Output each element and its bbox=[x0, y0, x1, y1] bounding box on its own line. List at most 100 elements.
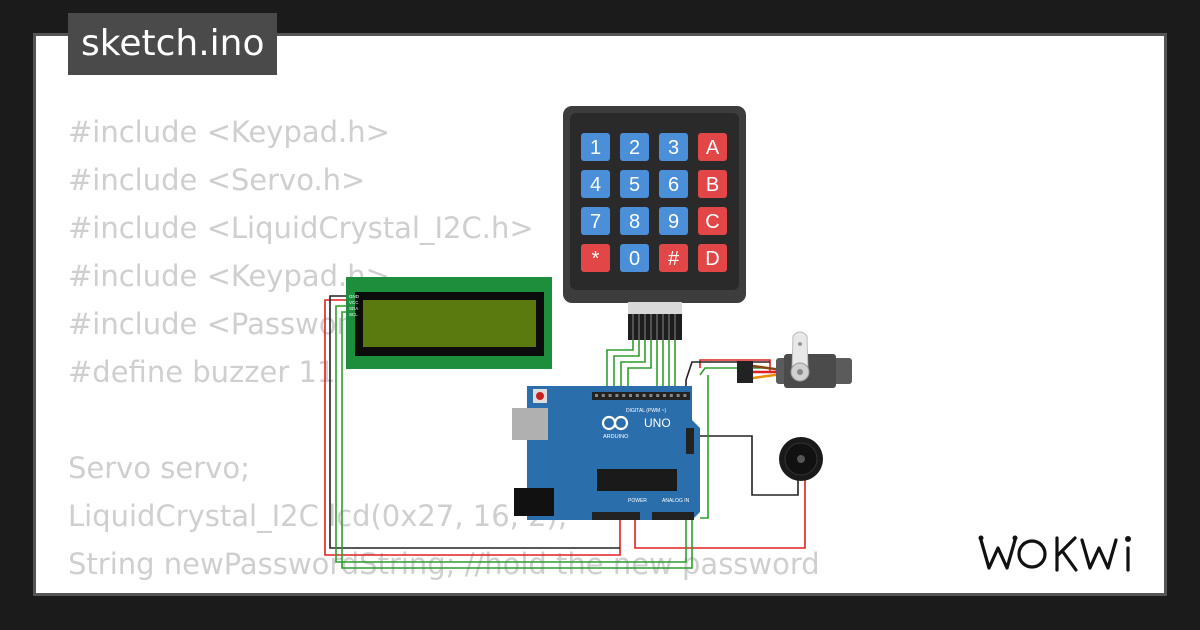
digital-pin bbox=[676, 394, 680, 397]
keypad-key-3[interactable]: 3 bbox=[659, 133, 688, 161]
lcd-pin-label: SCL bbox=[349, 312, 358, 317]
keypad-key-label: B bbox=[706, 174, 719, 196]
file-tab-title[interactable]: sketch.ino bbox=[68, 13, 278, 75]
digital-header-label: DIGITAL (PWM ~) bbox=[626, 408, 666, 414]
keypad-key-6[interactable]: 6 bbox=[659, 170, 688, 198]
lcd-pin-label: VCC bbox=[349, 300, 359, 305]
keypad-keys: 1 2 3 A 4 5 6 B 7 8 9 C * 0 # D bbox=[581, 133, 727, 272]
keypad[interactable]: 1 2 3 A 4 5 6 B 7 8 9 C * 0 # D bbox=[563, 106, 746, 340]
keypad-key-label: 2 bbox=[629, 137, 640, 159]
digital-pin bbox=[663, 394, 666, 397]
keypad-key-C[interactable]: C bbox=[698, 207, 727, 235]
keypad-key-label: 4 bbox=[590, 174, 601, 196]
keypad-key-label: 3 bbox=[668, 137, 679, 159]
arduino-uno[interactable]: DIGITAL (PWM ~) UNO ARDUINO POWER ANALOG… bbox=[512, 386, 700, 520]
digital-pin bbox=[622, 394, 626, 397]
keypad-key-label: 6 bbox=[668, 174, 679, 196]
code-line: Servo servo; bbox=[68, 451, 250, 485]
keypad-key-0[interactable]: 0 bbox=[620, 244, 649, 272]
keypad-connector-header bbox=[628, 314, 682, 340]
keypad-key-label: 5 bbox=[629, 174, 640, 196]
digital-pin bbox=[629, 394, 632, 397]
digital-pin bbox=[601, 394, 605, 397]
lcd-pin-label: SDA bbox=[349, 306, 358, 311]
digital-pin bbox=[683, 394, 687, 397]
keypad-key-label: 9 bbox=[668, 211, 679, 233]
code-line: #include <Keypad.h> bbox=[68, 259, 390, 293]
keypad-wire[interactable] bbox=[613, 340, 640, 392]
usb-port bbox=[512, 408, 548, 440]
code-line: LiquidCrystal_I2C lcd(0x27, 16, 2); bbox=[68, 499, 568, 533]
code-line: String newPasswordString; //hold the new… bbox=[68, 547, 820, 581]
power-header-label: POWER bbox=[628, 498, 647, 504]
keypad-key-label: 7 bbox=[590, 211, 601, 233]
wokwi-logo bbox=[978, 535, 1131, 572]
analog-header bbox=[652, 512, 694, 520]
keypad-key-*[interactable]: * bbox=[581, 244, 610, 272]
icsp-header bbox=[686, 428, 694, 454]
digital-pin bbox=[642, 394, 646, 397]
digital-pin bbox=[608, 394, 612, 397]
keypad-key-2[interactable]: 2 bbox=[620, 133, 649, 161]
code-line: #include <Keypad.h> bbox=[68, 115, 390, 149]
code-line: #include <LiquidCrystal_I2C.h> bbox=[68, 211, 534, 245]
arduino-model: UNO bbox=[644, 416, 671, 430]
lcd-vcc-wire[interactable] bbox=[324, 299, 621, 556]
servo-connector bbox=[737, 361, 753, 383]
keypad-wire[interactable] bbox=[627, 340, 652, 392]
keypad-key-7[interactable]: 7 bbox=[581, 207, 610, 235]
keypad-key-label: 8 bbox=[629, 211, 640, 233]
keypad-key-label: # bbox=[668, 248, 680, 270]
buzzer-wire-black[interactable] bbox=[685, 380, 799, 496]
wires bbox=[324, 295, 806, 569]
digital-pin bbox=[615, 394, 619, 397]
keypad-wire[interactable] bbox=[620, 340, 646, 392]
power-jack bbox=[514, 488, 554, 516]
keypad-key-label: 0 bbox=[629, 248, 640, 270]
lcd-gnd-wire[interactable] bbox=[329, 295, 620, 549]
keypad-wire[interactable] bbox=[606, 340, 634, 392]
keypad-key-5[interactable]: 5 bbox=[620, 170, 649, 198]
keypad-key-label: * bbox=[592, 248, 600, 270]
keypad-key-label: D bbox=[705, 248, 719, 270]
keypad-connector bbox=[628, 302, 682, 314]
keypad-key-label: C bbox=[705, 211, 719, 233]
keypad-key-#[interactable]: # bbox=[659, 244, 688, 272]
keypad-face bbox=[570, 113, 739, 290]
keypad-pins bbox=[632, 314, 676, 340]
atmega-chip bbox=[597, 469, 677, 491]
keypad-key-A[interactable]: A bbox=[698, 133, 727, 161]
reset-button[interactable] bbox=[536, 392, 544, 400]
lcd-sda-wire[interactable] bbox=[335, 305, 687, 563]
keypad-key-D[interactable]: D bbox=[698, 244, 727, 272]
code-line: #include <Servo.h> bbox=[68, 163, 366, 197]
arduino-infinity-icon bbox=[601, 415, 629, 431]
digital-pin bbox=[649, 394, 653, 397]
servo-horn bbox=[791, 331, 809, 373]
buzzer[interactable] bbox=[779, 437, 823, 481]
code-editor[interactable]: #include <Keypad.h> #include <Servo.h> #in… bbox=[68, 108, 976, 593]
keypad-key-label: A bbox=[706, 137, 720, 159]
digital-pin bbox=[595, 394, 598, 397]
digital-header bbox=[592, 392, 690, 400]
servo-motor[interactable] bbox=[737, 331, 852, 388]
digital-pin bbox=[669, 394, 673, 397]
analog-header-label: ANALOG IN bbox=[662, 498, 690, 504]
keypad-key-label: 1 bbox=[590, 137, 601, 159]
servo-signal-wire-2[interactable] bbox=[700, 375, 709, 519]
keypad-key-8[interactable]: 8 bbox=[620, 207, 649, 235]
power-header bbox=[592, 512, 640, 520]
arduino-brand: ARDUINO bbox=[603, 434, 629, 440]
buzzer-wire-red[interactable] bbox=[634, 478, 806, 549]
keypad-key-B[interactable]: B bbox=[698, 170, 727, 198]
keypad-key-4[interactable]: 4 bbox=[581, 170, 610, 198]
keypad-key-9[interactable]: 9 bbox=[659, 207, 688, 235]
digital-pin bbox=[635, 394, 639, 397]
lcd-pin-label: GND bbox=[349, 294, 360, 299]
lcd-screen bbox=[363, 300, 536, 347]
digital-pin bbox=[656, 394, 660, 397]
lcd-display[interactable]: GND VCC SDA SCL bbox=[346, 277, 552, 369]
code-line: #define buzzer 11 bbox=[68, 355, 336, 389]
keypad-key-1[interactable]: 1 bbox=[581, 133, 610, 161]
